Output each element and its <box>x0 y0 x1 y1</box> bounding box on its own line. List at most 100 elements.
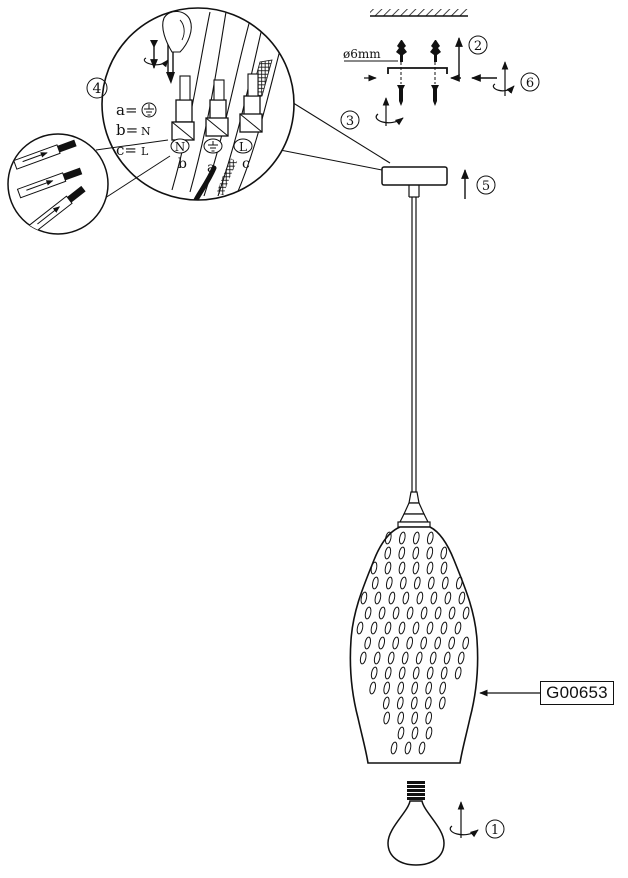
shade-dimple <box>392 606 400 620</box>
zoom-callout-lines <box>269 95 391 171</box>
shade-dimple <box>397 711 405 725</box>
shade-dimple <box>383 711 391 725</box>
terminal-block-n <box>171 75 195 141</box>
shade-dimple <box>448 636 456 650</box>
shade-dimple <box>429 651 437 665</box>
shade-dimple <box>398 531 406 545</box>
legend-a-label: a= <box>116 101 138 119</box>
shade-dimple <box>374 591 382 605</box>
shade-dimple <box>458 591 466 605</box>
step-2-circle <box>468 35 488 55</box>
legend-c-label: c= <box>116 141 137 159</box>
step-3-number: 3 <box>346 114 354 129</box>
shade-dimple <box>373 651 381 665</box>
shade-dimple <box>383 681 391 695</box>
rotate-arrow-icon <box>375 97 404 126</box>
shade-dimple <box>426 621 434 635</box>
screw-left <box>397 85 405 106</box>
legend-c-value: L <box>141 145 149 158</box>
earth-icon <box>141 102 157 118</box>
shade-dimple <box>454 621 462 635</box>
shade-dimple <box>398 666 406 680</box>
shade-dimple <box>392 636 400 650</box>
legend-b-label: b= <box>116 121 138 139</box>
shade-dimple <box>370 666 378 680</box>
step-2-number: 2 <box>474 39 482 54</box>
terminal-l-label: L <box>239 140 247 154</box>
shade-dimple <box>438 696 446 710</box>
step-1-circle <box>485 819 505 839</box>
shade-dimple <box>426 561 434 575</box>
shade-dimple <box>420 606 428 620</box>
step-6-circle <box>520 72 540 92</box>
shade-dimple <box>455 576 463 590</box>
shade-dimple <box>410 696 418 710</box>
wire-b-label: b <box>178 156 187 172</box>
shade-dimple <box>412 531 420 545</box>
canopy <box>381 166 448 198</box>
terminal-block-earth <box>205 79 229 137</box>
shade-dimple <box>398 546 406 560</box>
shade-dimple <box>443 651 451 665</box>
shade-dimple <box>424 696 432 710</box>
shade-dimple <box>440 561 448 575</box>
shade-dimple <box>369 681 377 695</box>
rotate-arrow-icon <box>492 61 515 96</box>
wire-a-label: a <box>207 160 215 176</box>
legend-b-value: N <box>141 125 151 138</box>
shade-dimple <box>364 636 372 650</box>
shade-dimple <box>420 636 428 650</box>
shade-dimple <box>360 591 368 605</box>
shade-dimple <box>384 666 392 680</box>
shade-dimple <box>390 741 398 755</box>
screwdriver-icon <box>162 10 192 84</box>
wall-plug-right <box>430 40 441 62</box>
shade-dimple <box>427 576 435 590</box>
shade-dimple <box>430 591 438 605</box>
bulb <box>387 781 445 866</box>
shade-dimple <box>426 546 434 560</box>
shade-dimple <box>440 621 448 635</box>
wire-c-label: c <box>242 156 250 172</box>
shade-dimple <box>384 531 392 545</box>
shade-dimple <box>462 606 470 620</box>
drill-diameter-label: ø6mm <box>343 47 381 61</box>
ceiling <box>370 9 468 17</box>
shade-dimple <box>462 636 470 650</box>
shade-dimple <box>441 576 449 590</box>
shade-dimple <box>426 666 434 680</box>
stripped-wires <box>13 139 86 234</box>
product-code-label: G00653 <box>540 681 614 705</box>
shade-dimple <box>411 681 419 695</box>
small-callout-lines <box>95 139 171 201</box>
shade-dimple <box>388 591 396 605</box>
shade-dimple <box>426 531 434 545</box>
shade-dimple <box>413 576 421 590</box>
shade-dimple <box>382 696 390 710</box>
step-5-circle <box>476 175 496 195</box>
step-3-circle <box>340 110 360 130</box>
wall-plug-left <box>396 40 407 62</box>
shade-dimple <box>439 681 447 695</box>
shade-dimple <box>412 666 420 680</box>
shade-dimple <box>384 546 392 560</box>
shade-dimple <box>378 606 386 620</box>
shade-dimple <box>416 591 424 605</box>
shade-dimple <box>434 606 442 620</box>
shade-dimple <box>371 576 379 590</box>
shade-dimple <box>411 711 419 725</box>
shade-dimples <box>356 531 470 755</box>
shade-dimple <box>370 561 378 575</box>
shade-dimple <box>384 621 392 635</box>
shade-dimple <box>402 591 410 605</box>
shade-dimple <box>399 576 407 590</box>
mounting-screws <box>344 40 448 106</box>
shade-dimple <box>454 666 462 680</box>
screw-right <box>431 85 439 106</box>
shade-dimple <box>398 621 406 635</box>
shade-dimple <box>398 561 406 575</box>
step-5-number: 5 <box>482 179 490 194</box>
shade-dimple <box>356 621 364 635</box>
